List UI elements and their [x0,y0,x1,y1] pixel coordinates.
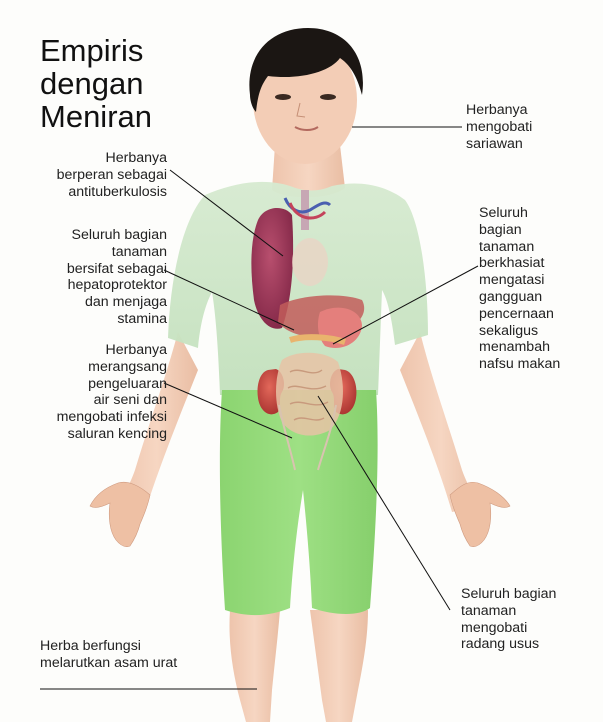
label-line: saluran kencing [67,425,167,442]
label-sariawan: Herbanya mengobati sariawan [466,102,532,152]
label-line: Herbanya [105,342,167,358]
title-line-3: Meniran [40,99,152,134]
left-hand [89,481,151,547]
title-line-1: Empiris [40,33,144,68]
shirt [168,181,428,395]
label-line: stamina [117,310,167,327]
label-line: mengobati [461,619,528,636]
leader-kencing [163,382,293,439]
leader-lines [40,126,479,690]
label-hepatoprotektor: Seluruh bagian tanaman bersifat sebagai … [0,227,167,328]
label-radang-usus: Seluruh bagian tanaman mengobati radang … [461,586,556,653]
right-hand [449,481,511,547]
label-line: Seluruh bagian [461,586,557,602]
label-pencernaan: Seluruh bagian tanaman berkhasiat mengat… [479,205,560,373]
label-line: hepatoprotektor [67,277,167,294]
label-line: Herbanya [105,150,167,166]
arms [89,332,511,547]
lung [251,208,294,329]
heart [292,238,328,286]
label-line: tanaman [479,238,535,255]
label-line: air seni dan [93,392,167,409]
organs [251,190,365,471]
leader-hepato [163,269,295,331]
label-line: dan menjaga [84,294,167,311]
hair [249,28,363,112]
title-line-2: dengan [40,66,144,101]
label-line: tanaman [111,243,167,260]
label-line: gangguan [479,288,543,305]
label-saluran-kencing: Herbanya merangsang pengeluaran air seni… [0,342,167,443]
label-line: Herba berfungsi [40,638,141,654]
label-line: mengatasi [479,272,545,289]
intestines [276,352,343,436]
label-line: Seluruh [479,205,528,221]
label-line: radang usus [461,636,540,653]
label-line: Seluruh bagian [71,227,167,243]
label-line: bersifat sebagai [66,260,167,277]
label-line: merangsang [88,358,167,375]
leader-cerna [332,265,479,345]
label-line: tanaman [461,602,517,619]
label-line: bagian [479,221,522,238]
label-line: sekaligus [479,322,539,339]
label-line: mengobati infeksi [56,409,167,426]
label-line: berperan sebagai [56,166,167,183]
leader-usus [317,395,451,611]
leader-tbc [169,169,284,257]
label-asam-urat: Herba berfungsi melarutkan asam urat [40,638,177,672]
legs [229,610,368,722]
label-line: nafsu makan [479,356,561,373]
diagram-title: Empiris dengan Meniran [40,34,152,133]
label-line: pencernaan [479,305,554,322]
label-line: berkhasiat [479,255,545,272]
ureters [278,404,337,471]
label-antituberkulosis: Herbanya berperan sebagai antituberkulos… [0,150,167,200]
head [249,28,363,164]
label-line: sariawan [466,135,523,152]
label-line: menambah [479,339,550,356]
label-line: mengobati [466,118,533,135]
label-line: antituberkulosis [68,183,167,200]
shorts [219,390,378,616]
label-line: melarutkan asam urat [40,654,178,671]
label-line: pengeluaran [88,375,167,392]
pancreas [289,334,346,345]
label-line: Herbanya [466,102,528,118]
